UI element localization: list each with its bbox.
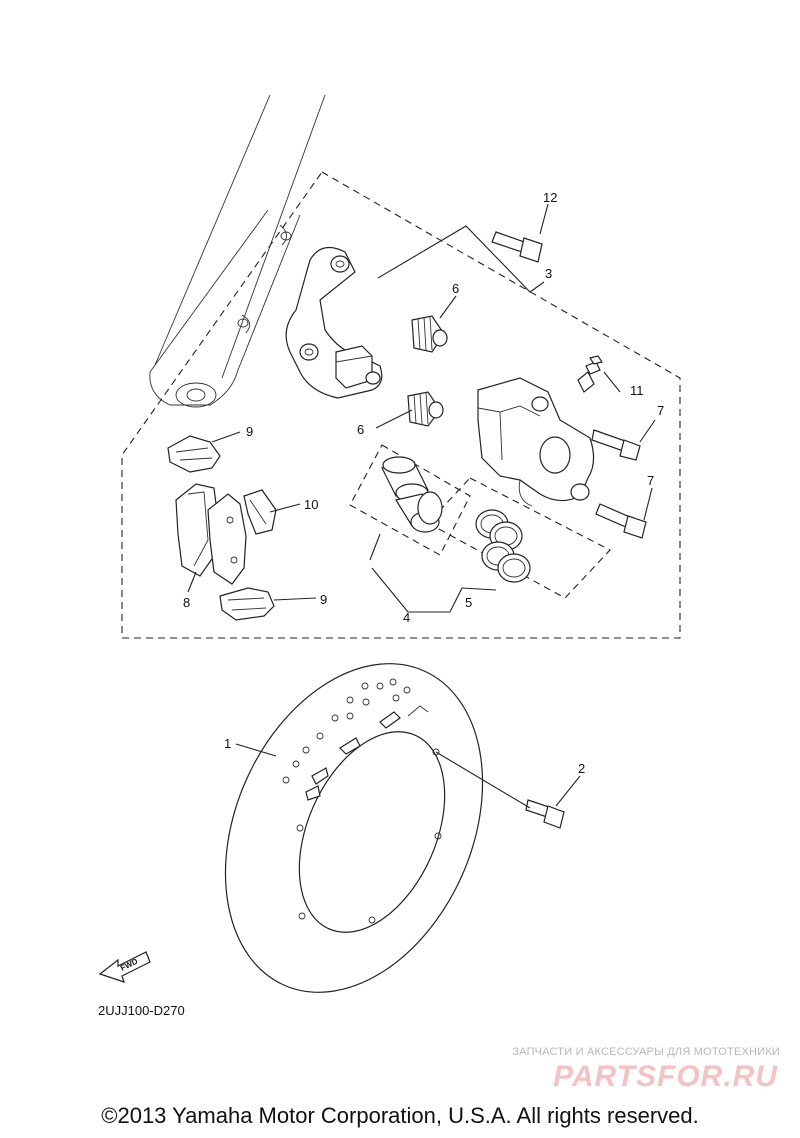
pad-clip-lower <box>219 587 275 621</box>
fork-leg <box>149 94 326 408</box>
disc-bolt <box>525 799 565 829</box>
brake-pads <box>175 483 247 585</box>
callout-9-upper: 9 <box>246 424 253 439</box>
caliper-bolt-upper <box>591 429 641 461</box>
callout-6-upper: 6 <box>452 281 459 296</box>
diagram-code: 2UJJ100-D270 <box>98 1003 185 1018</box>
brake-disc <box>224 663 484 993</box>
boot-upper <box>411 315 448 353</box>
callout-6-lower: 6 <box>357 422 364 437</box>
callout-11: 11 <box>630 383 644 398</box>
callout-5: 5 <box>465 595 472 610</box>
pad-spring <box>243 489 277 535</box>
callout-10: 10 <box>304 497 318 512</box>
callout-1: 1 <box>224 736 231 751</box>
leader-lines <box>187 203 656 809</box>
callout-9-lower: 9 <box>320 592 327 607</box>
pistons <box>381 456 443 533</box>
watermark-logo: PARTSFOR.RU <box>553 1060 778 1093</box>
fwd-arrow-icon: FWD <box>98 951 151 983</box>
watermark-tagline: ЗАПЧАСТИ И АКСЕССУАРЫ ДЛЯ МОТОТЕХНИКИ <box>512 1046 780 1058</box>
bleed-screw <box>577 355 603 393</box>
callout-2: 2 <box>578 761 585 776</box>
piston-seals <box>475 509 531 583</box>
caliper-bolt-lower <box>595 503 647 539</box>
caliper-bracket <box>285 246 383 399</box>
piston-group-boundary <box>349 444 471 556</box>
callout-3: 3 <box>545 266 552 281</box>
callout-12: 12 <box>543 190 557 205</box>
callout-4: 4 <box>403 610 410 625</box>
caliper-body <box>477 377 595 507</box>
callout-7-upper: 7 <box>657 403 664 418</box>
boot-lower <box>407 391 444 427</box>
copyright-notice: ©2013 Yamaha Motor Corporation, U.S.A. A… <box>101 1103 699 1128</box>
bracket-bolt <box>491 231 543 263</box>
caliper-assembly-boundary <box>121 171 681 639</box>
callout-8: 8 <box>183 595 190 610</box>
pad-clip-upper <box>167 435 221 473</box>
callout-7-lower: 7 <box>647 473 654 488</box>
